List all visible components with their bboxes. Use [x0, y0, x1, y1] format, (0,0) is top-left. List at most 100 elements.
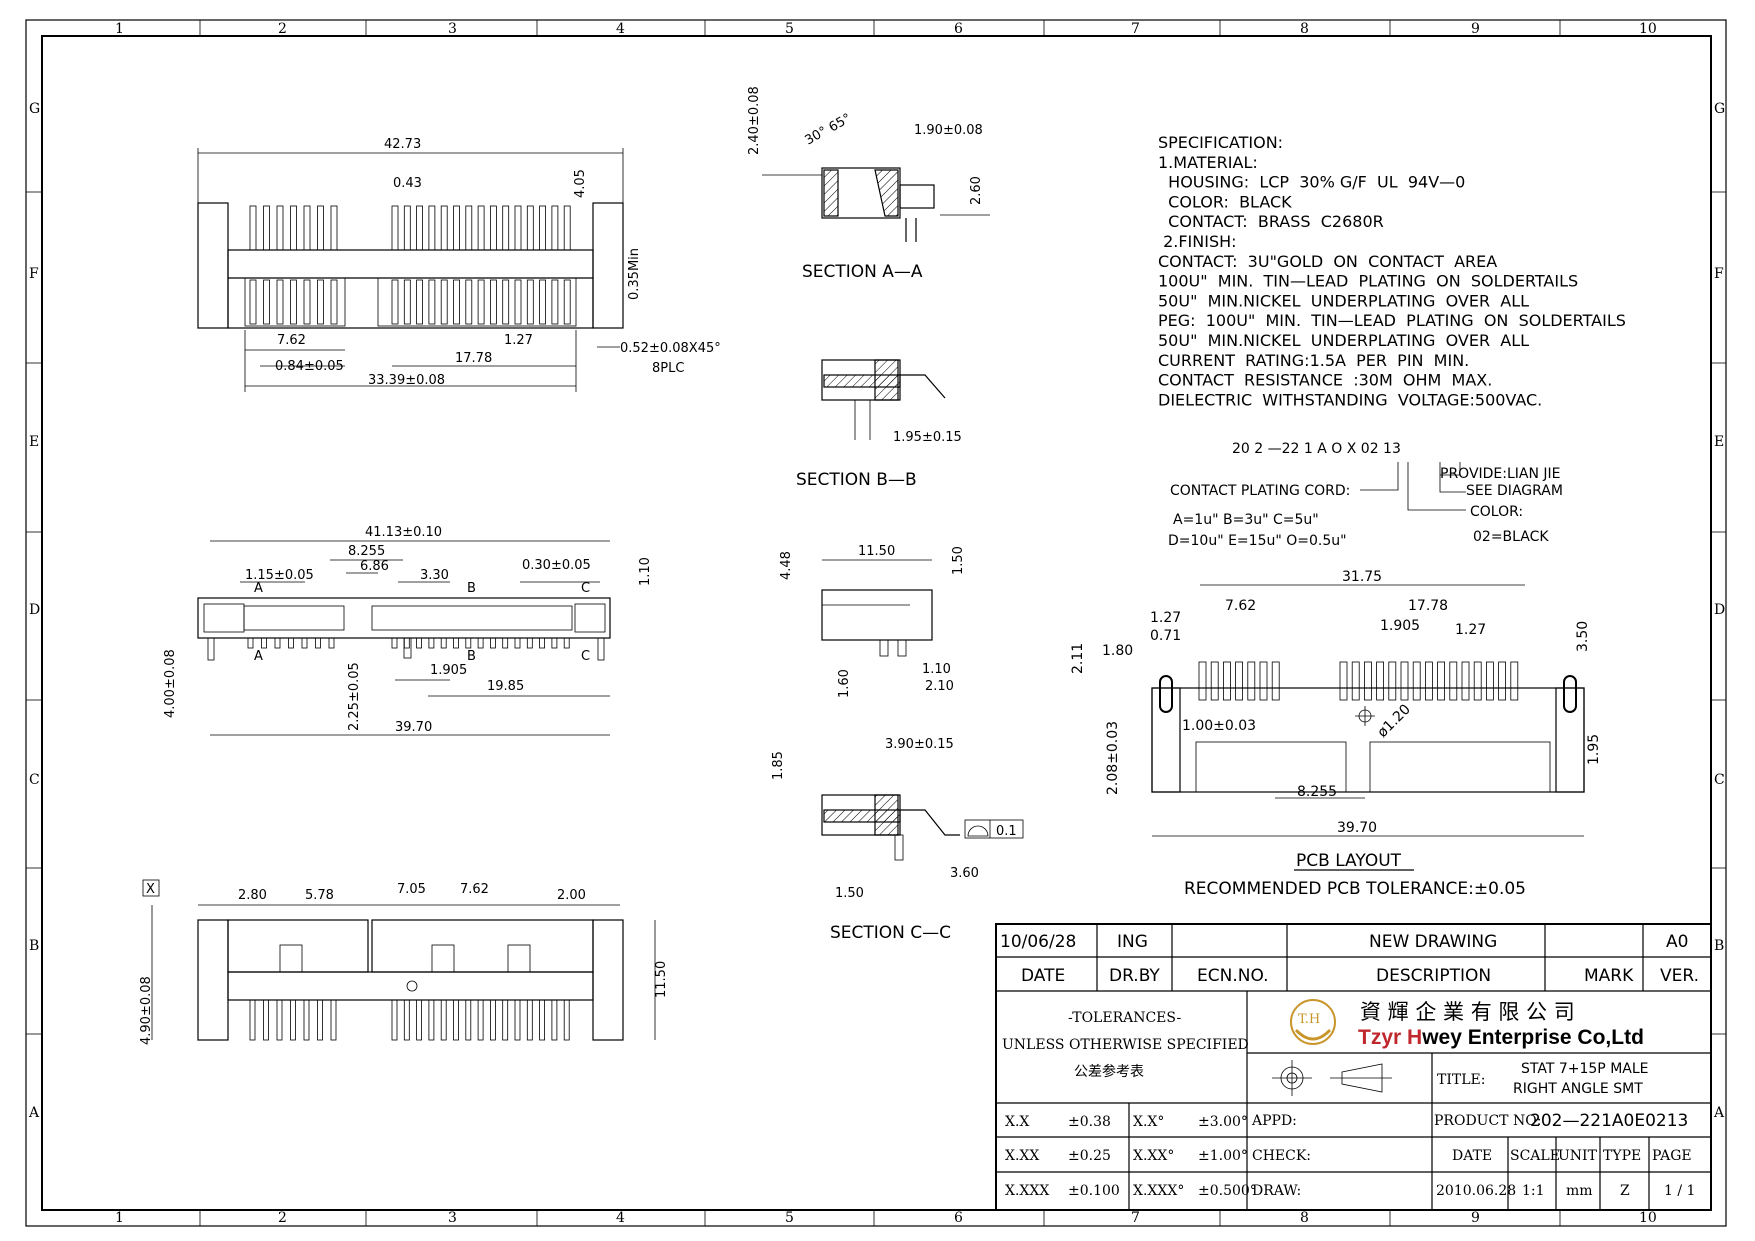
- front-pin: [489, 637, 496, 649]
- bottom-pin: [477, 999, 484, 1041]
- section-a-label: SECTION A—A: [802, 262, 923, 282]
- front-pin: [391, 637, 398, 649]
- contact-pin: [526, 205, 534, 251]
- bottom-pin: [514, 999, 521, 1041]
- contact-pin: [489, 279, 497, 325]
- section-mark-b-top: B: [467, 581, 476, 596]
- dim-pcb-7-62: 7.62: [1225, 598, 1256, 614]
- section-mark-a-bottom: A: [254, 649, 263, 664]
- dim-side-2-10: 2.10: [925, 679, 954, 694]
- dim-bottom-7-05: 7.05: [397, 882, 426, 897]
- pcb-pad: [1498, 661, 1506, 701]
- dim-side-11-50: 11.50: [858, 544, 895, 559]
- dim-top-8plc: 8PLC: [652, 361, 684, 376]
- part-code: 20 2 —22 1 A O X 02 13: [1232, 441, 1401, 457]
- tol-angular-value: ±1.00°: [1198, 1148, 1248, 1164]
- front-pin: [551, 637, 558, 649]
- bottom-pin: [403, 999, 410, 1041]
- contact-pin: [303, 205, 311, 251]
- meta-hdr-scale: SCALE: [1510, 1148, 1560, 1164]
- rev-date: 10/06/28: [1000, 932, 1076, 952]
- dim-front-1-905: 1.905: [430, 663, 467, 678]
- grid-col-label-bottom: 8: [1300, 1210, 1309, 1226]
- dim-front-3-30: 3.30: [420, 568, 449, 583]
- spec-line: PEG: 100U" MIN. TIN—LEAD PLATING ON SOLD…: [1158, 311, 1626, 330]
- meta-date: 2010.06.28: [1436, 1183, 1516, 1199]
- spec-line: SPECIFICATION:: [1158, 133, 1283, 152]
- front-pin: [453, 637, 459, 649]
- grid-col-label-bottom: 4: [616, 1210, 625, 1226]
- dim-side-4-48: 4.48: [779, 551, 794, 580]
- section-c-label: SECTION C—C: [830, 923, 951, 943]
- dim-pcb-1-95: 1.95: [1586, 734, 1602, 765]
- front-pin: [465, 637, 472, 649]
- grid-row-label-right: C: [1714, 772, 1725, 788]
- tol-linear-format: X.X: [1005, 1114, 1029, 1130]
- pcb-pad: [1412, 661, 1421, 701]
- dim-pcb-31-75: 31.75: [1342, 569, 1382, 585]
- section-mark-c-top: C: [581, 581, 590, 596]
- dim-top-0-35: 0.35Min: [627, 248, 642, 300]
- pcb-pad: [1425, 661, 1433, 701]
- meta-page: 1 / 1: [1664, 1183, 1695, 1199]
- front-pin: [288, 637, 294, 649]
- contact-pin: [263, 279, 270, 325]
- contact-pin: [317, 205, 324, 251]
- dim-pcb-1-27a: 1.27: [1150, 610, 1181, 626]
- dim-bottom-11-50: 11.50: [654, 961, 669, 998]
- tolerances-title: -TOLERANCES-: [1068, 1010, 1182, 1026]
- grid-row-label-left: D: [29, 602, 40, 618]
- pcb-pad: [1339, 661, 1348, 701]
- section-mark-b-bottom: B: [467, 649, 476, 664]
- front-pin: [315, 637, 321, 649]
- grid-col-label-top: 6: [954, 21, 963, 37]
- hdr-date: DATE: [1021, 966, 1065, 986]
- hdr-ver: VER.: [1660, 966, 1699, 986]
- dim-top-7-62: 7.62: [277, 333, 306, 348]
- dim-top-chamfer: 0.52±0.08X45°: [620, 341, 721, 356]
- code-color: COLOR:: [1470, 504, 1523, 520]
- contact-pin: [465, 279, 473, 325]
- contact-pin: [563, 205, 571, 251]
- hdr-ecn: ECN.NO.: [1197, 966, 1269, 986]
- meta-hdr-page: PAGE: [1652, 1148, 1692, 1164]
- grid-col-label-bottom: 3: [448, 1210, 457, 1226]
- pcb-pad: [1198, 661, 1207, 701]
- top-view: 42.73 0.43 4.05 0.35Min 7.62 1.27 0.84±0…: [197, 137, 721, 392]
- projection-symbol-icon: [1272, 1060, 1392, 1096]
- code-provide: PROVIDE:LIAN JIE: [1440, 466, 1561, 482]
- contact-pin: [563, 279, 571, 325]
- grid-row-label-right: E: [1714, 434, 1724, 450]
- meta-hdr-unit: UNIT: [1558, 1148, 1598, 1164]
- contact-pin: [514, 205, 522, 251]
- grid-col-label-bottom: 2: [278, 1210, 287, 1226]
- grid-row-label-left: E: [29, 434, 39, 450]
- bottom-view: X 2.80 5.78 7.05 7.62 2.00 4.90±0.08 11.…: [139, 879, 669, 1045]
- front-pin: [440, 637, 447, 649]
- front-pin: [539, 637, 545, 649]
- pcb-pad: [1437, 661, 1445, 701]
- grid-row-label-left: B: [29, 938, 39, 954]
- contact-pin: [317, 279, 324, 325]
- contact-pin: [330, 279, 338, 325]
- contact-pin: [477, 279, 485, 325]
- contact-pin: [416, 279, 424, 325]
- dim-pcb-1-00: 1.00±0.03: [1182, 718, 1256, 734]
- grid-col-label-top: 10: [1639, 21, 1657, 37]
- grid-row-label-right: A: [1713, 1105, 1725, 1121]
- grid-col-label-bottom: 9: [1471, 1210, 1480, 1226]
- logo-text: T.H: [1298, 1012, 1320, 1027]
- bottom-pin: [563, 999, 570, 1041]
- grid-col-label-bottom: 6: [954, 1210, 963, 1226]
- contact-pin: [551, 279, 559, 325]
- contact-pin: [276, 279, 284, 325]
- grid-row-label-right: B: [1714, 938, 1724, 954]
- dim-sa-65deg: 65°: [827, 111, 854, 136]
- bottom-pin: [428, 999, 435, 1041]
- dim-front-41-13: 41.13±0.10: [365, 525, 442, 540]
- contact-pin: [453, 205, 460, 251]
- contact-pin: [539, 205, 546, 251]
- contact-pin: [465, 205, 473, 251]
- contact-pin: [453, 279, 460, 325]
